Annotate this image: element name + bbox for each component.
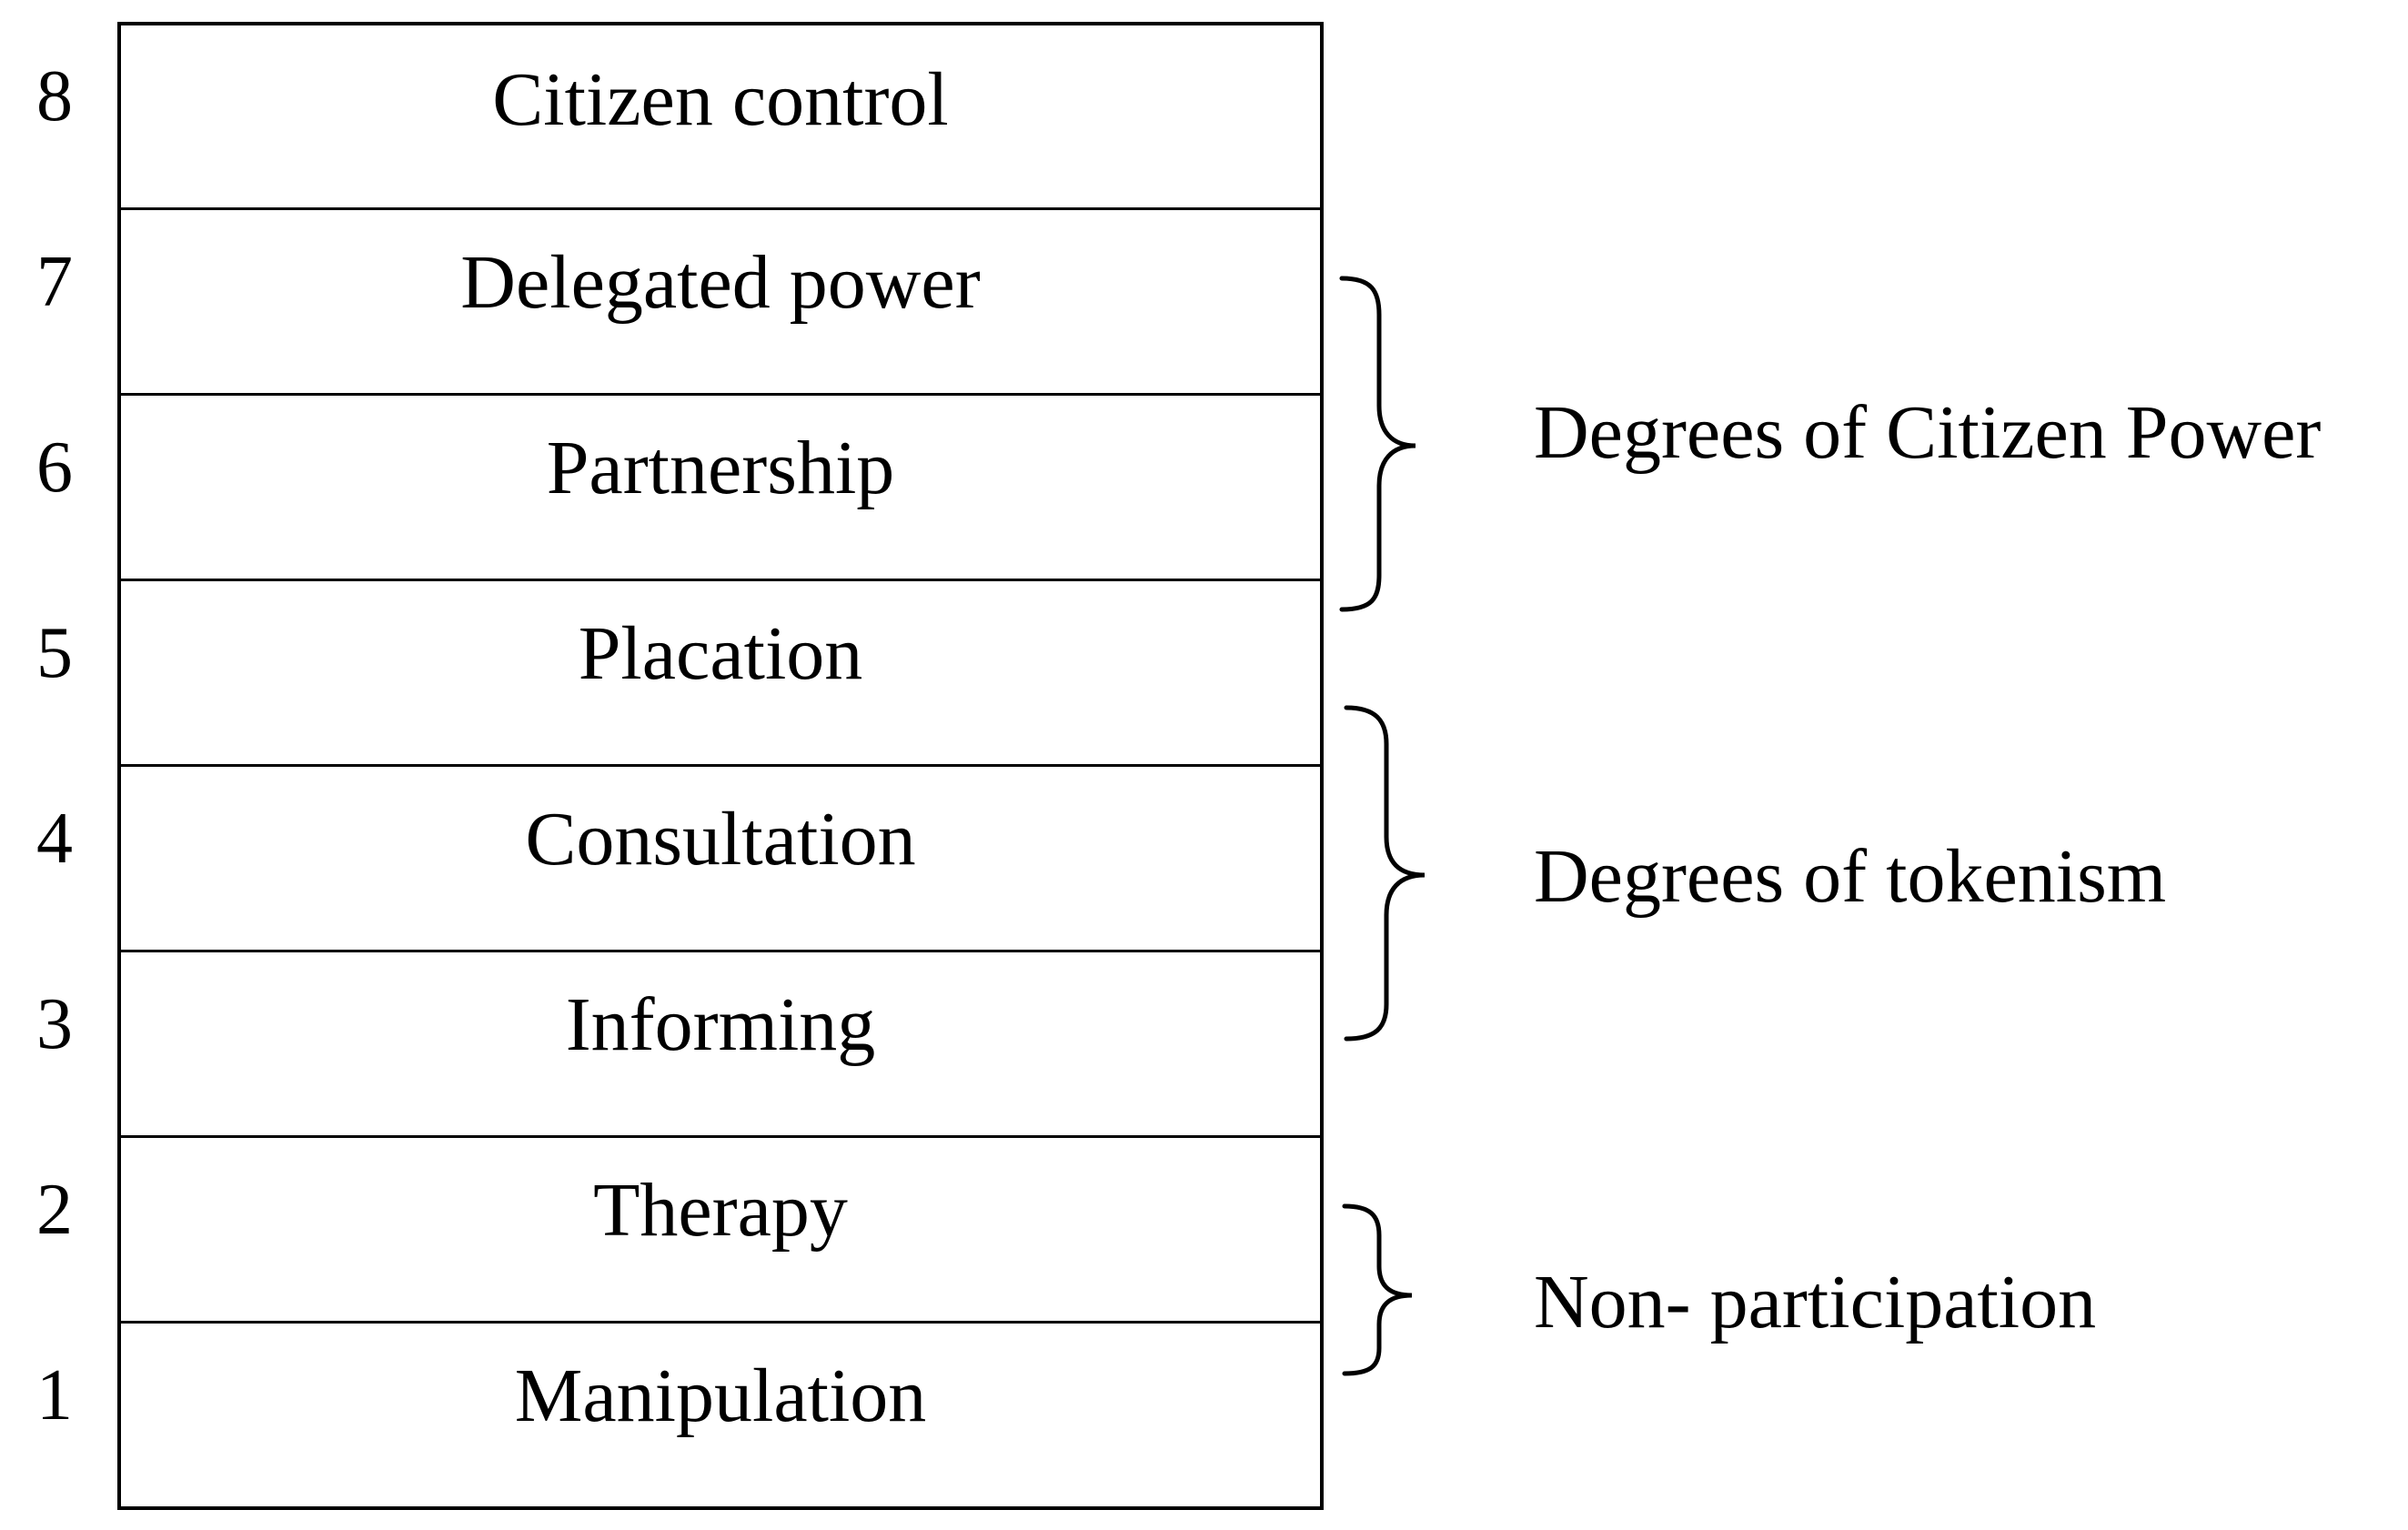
rung-number-3: 3 [36,984,73,1064]
rung-label: Placation [578,611,863,696]
rung-4: Consultation [121,764,1320,950]
rung-label: Consultation [525,797,916,881]
rung-number-7: 7 [36,242,73,322]
rung-label: Manipulation [514,1354,927,1438]
non-participation-brace [1342,1203,1413,1376]
rung-8: Citizen control [121,25,1320,211]
tokenism-brace [1344,705,1426,1042]
rung-number-1: 1 [36,1355,73,1435]
rung-5: Placation [121,579,1320,764]
group-label-tokenism: Degrees of tokenism [1534,834,2167,919]
rung-label: Informing [565,982,876,1067]
group-label-non-participation: Non- participation [1534,1260,2097,1344]
rung-number-2: 2 [36,1170,73,1250]
citizen-power-brace [1339,276,1416,612]
rung-label: Delegated power [460,240,981,325]
rung-2: Therapy [121,1135,1320,1321]
rung-label: Therapy [593,1168,848,1253]
rung-number-4: 4 [36,799,73,879]
rung-6: Partnership [121,393,1320,579]
rung-label: Partnership [546,426,895,510]
rung-7: Delegated power [121,207,1320,393]
rung-label: Citizen control [492,57,949,142]
rung-number-6: 6 [36,428,73,508]
rung-number-8: 8 [36,56,73,136]
group-label-citizen-power: Degrees of Citizen Power [1534,390,2322,475]
rung-number-5: 5 [36,613,73,693]
participation-ladder: Citizen control Delegated power Partners… [117,22,1324,1510]
rung-3: Informing [121,950,1320,1135]
rung-1: Manipulation [121,1321,1320,1506]
